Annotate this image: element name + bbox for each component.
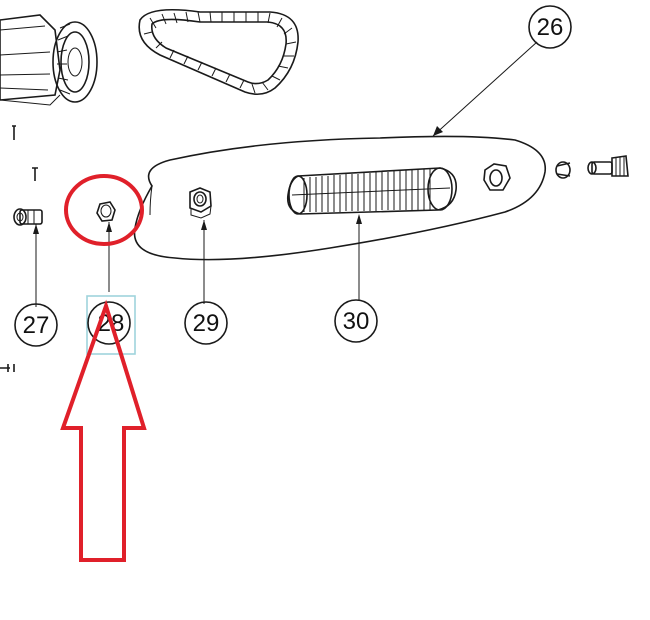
leader-line-26 — [432, 41, 538, 137]
highlight-circle-icon — [64, 174, 144, 246]
callout-27: 27 — [14, 303, 58, 347]
callout-29: 29 — [184, 301, 228, 345]
screw-icon — [32, 167, 38, 181]
svg-text:26: 26 — [537, 14, 564, 41]
side-frame-icon — [133, 135, 546, 261]
callout-30: 30 — [334, 299, 378, 343]
gear-shaft-icon — [587, 155, 629, 177]
svg-text:27: 27 — [23, 312, 50, 339]
leader-arrowhead — [106, 222, 112, 232]
leader-arrowhead — [356, 214, 362, 224]
brush-roller-icon — [286, 167, 457, 215]
highlight-arrow-icon — [60, 299, 147, 562]
wheel-assembly-icon — [0, 14, 98, 106]
bushing-icon — [555, 161, 571, 179]
fragment-mark-icon — [0, 364, 15, 372]
leader-arrowhead — [33, 224, 39, 234]
svg-text:29: 29 — [193, 310, 220, 337]
callout-26: 26 — [528, 5, 572, 49]
drive-belt-icon — [138, 8, 299, 96]
hex-nut-icon — [189, 187, 212, 219]
selection-box — [86, 295, 136, 355]
end-cap-icon — [483, 163, 511, 191]
bushing-icon — [13, 208, 43, 226]
screw-icon — [12, 125, 16, 140]
leader-arrowhead — [201, 220, 207, 230]
svg-text:30: 30 — [343, 308, 370, 335]
bushing-icon — [96, 201, 116, 222]
leader-arrowhead — [433, 126, 443, 136]
